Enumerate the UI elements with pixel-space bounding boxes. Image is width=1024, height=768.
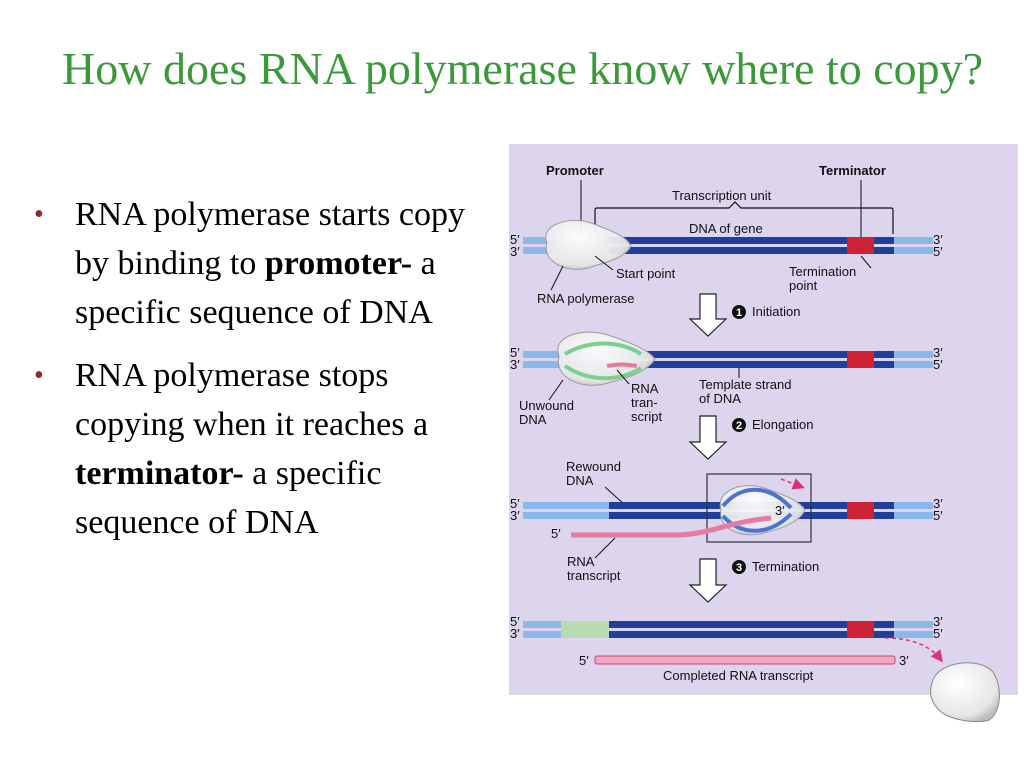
three-prime-end: 3′	[933, 496, 943, 511]
step-number: 1	[736, 307, 742, 319]
bullet-text: a specific sequence of DNA	[75, 455, 382, 541]
stage-initial-dna: Promoter Terminator Transcription unit D…	[510, 163, 943, 306]
termination-point-label: point	[789, 278, 818, 293]
step-label-termination: Termination	[752, 559, 819, 574]
rewound-dna-label: DNA	[566, 473, 594, 488]
template-strand-label: Template strand	[699, 377, 792, 392]
unwound-dna-label: Unwound	[519, 398, 574, 413]
five-prime-end: 5′	[510, 345, 520, 360]
three-prime-end: 3′	[510, 626, 520, 641]
promoter-label: Promoter	[546, 163, 604, 178]
bullet-text: RNA polymerase stops copying when it rea…	[75, 357, 429, 443]
down-arrow	[688, 558, 728, 603]
bullet-text: a specific sequence of DNA	[75, 245, 436, 331]
rna-polymerase-blob	[545, 219, 632, 270]
rna-transcript-elongating	[571, 515, 772, 538]
rna-polymerase-released	[930, 662, 1000, 723]
start-point-label: Start point	[616, 266, 676, 281]
terminator-region	[847, 351, 874, 368]
bullet-list: • RNA polymerase starts copy by binding …	[34, 190, 484, 561]
elongation-detail-box	[706, 473, 812, 543]
three-prime-end: 3′	[933, 232, 943, 247]
five-prime-end: 5′	[933, 357, 943, 372]
dna-of-gene-label: DNA of gene	[689, 221, 763, 236]
step-label-initiation: Initiation	[752, 304, 800, 319]
step-number: 3	[736, 562, 742, 574]
bullet-terminator: • RNA polymerase stops copying when it r…	[34, 351, 484, 547]
three-prime-end: 3′	[933, 614, 943, 629]
promoter-region	[561, 621, 609, 638]
stage-termination-dna: 5′ 3′ 3′ 5′ 5′ 3′ Completed RNA transcri…	[510, 614, 1000, 723]
transcription-unit-bracket	[594, 201, 894, 234]
stage-initiation-dna: 5′ 3′ 3′ 5′ Unwound DNA RNA tran- script…	[510, 331, 943, 427]
rna-transcript-label: script	[631, 409, 662, 424]
three-prime-end: 3′	[510, 244, 520, 259]
step-termination: 3 Termination	[688, 558, 819, 603]
rna-transcript-label: RNA	[567, 554, 595, 569]
five-prime-end: 5′	[933, 626, 943, 641]
five-prime-end: 5′	[579, 653, 589, 668]
step-label-elongation: Elongation	[752, 417, 813, 432]
step-number: 2	[736, 420, 742, 432]
rna-transcript-label: transcript	[567, 568, 621, 583]
bullet-dot: •	[34, 199, 44, 230]
bullet-dot: •	[34, 360, 44, 391]
rna-transcript-label: RNA	[631, 381, 659, 396]
five-prime-end: 5′	[510, 614, 520, 629]
stage-elongation-dna: Rewound DNA 5′ 3′ 3′ 5′ 3′ 5′ RNA transc…	[510, 459, 943, 583]
three-prime-end: 3′	[899, 653, 909, 668]
five-prime-end: 5′	[551, 526, 561, 541]
rna-transcript-label: tran-	[631, 395, 658, 410]
template-strand-label: of DNA	[699, 391, 741, 406]
five-prime-end: 5′	[510, 496, 520, 511]
three-prime-end: 3′	[933, 345, 943, 360]
termination-point-label: Termination	[789, 264, 856, 279]
five-prime-end: 5′	[510, 232, 520, 247]
completed-rna-transcript	[594, 655, 896, 665]
completed-transcript-label: Completed RNA transcript	[663, 668, 814, 683]
bullet-text: RNA polymerase starts copy by binding to	[75, 196, 465, 282]
down-arrow	[688, 293, 728, 337]
three-prime-end: 3′	[510, 357, 520, 372]
five-prime-end: 5′	[933, 508, 943, 523]
terminator-region	[847, 237, 874, 254]
five-prime-end: 5′	[933, 244, 943, 259]
terminator-region	[847, 502, 874, 519]
down-arrow	[688, 415, 728, 460]
rna-polymerase-label: RNA polymerase	[537, 291, 635, 306]
slide-title: How does RNA polymerase know where to co…	[62, 43, 984, 94]
transcription-diagram: Promoter Terminator Transcription unit D…	[509, 144, 1018, 723]
unwound-dna-label: DNA	[519, 412, 547, 427]
step-initiation: 1 Initiation	[688, 293, 800, 337]
three-prime-end: 3′	[510, 508, 520, 523]
rna-transcript-short	[606, 362, 638, 368]
bullet-promoter: • RNA polymerase starts copy by binding …	[34, 190, 484, 337]
rewound-dna-label: Rewound	[566, 459, 621, 474]
bullet-bold-term: promoter-	[264, 245, 413, 282]
bullet-bold-term: terminator-	[75, 455, 244, 492]
terminator-region	[847, 621, 874, 638]
terminator-label: Terminator	[819, 163, 886, 178]
transcription-unit-label: Transcription unit	[672, 188, 772, 203]
step-elongation: 2 Elongation	[688, 415, 813, 460]
three-prime-end: 3′	[775, 503, 785, 518]
